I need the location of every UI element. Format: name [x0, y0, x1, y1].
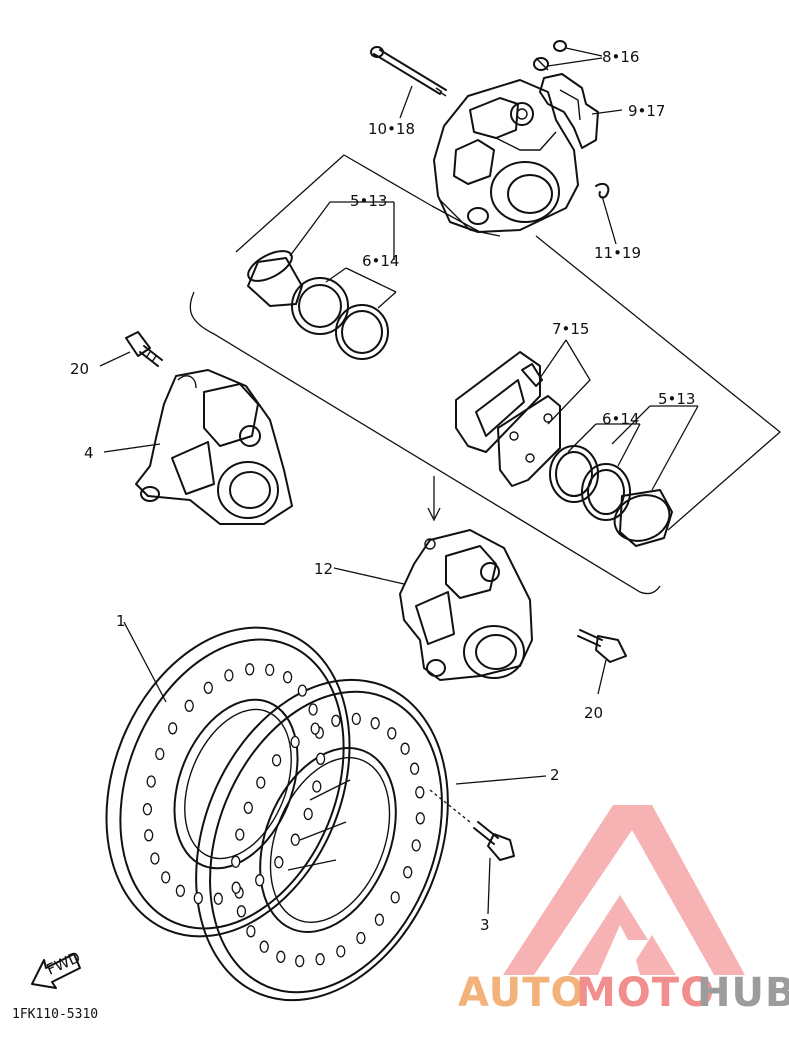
drill-hole [245, 663, 255, 676]
drill-hole [310, 722, 320, 735]
drill-hole [315, 752, 326, 765]
drill-hole [282, 671, 293, 684]
bleed-screw-8 [533, 40, 567, 71]
callout-6-14-bottom: 6•14 [602, 410, 639, 428]
fwd-label: FWD [44, 948, 83, 979]
piston-set-bottom [549, 445, 673, 547]
drill-hole [331, 714, 341, 727]
callout-9-17: 9•17 [628, 102, 665, 120]
drill-hole [271, 754, 282, 767]
watermark-auto: AUTO [458, 970, 586, 1016]
drill-hole [255, 874, 265, 887]
mounting-bolt-20-left [125, 331, 163, 367]
callout-5-13-top: 5•13 [350, 192, 387, 210]
drill-hole [259, 940, 269, 953]
drill-hole [415, 812, 425, 825]
callout-7-15: 7•15 [552, 320, 589, 338]
drill-hole [409, 762, 420, 775]
drill-hole [265, 663, 275, 677]
drill-hole [274, 856, 284, 869]
drill-hole [390, 891, 400, 904]
drill-hole [297, 684, 307, 697]
drill-hole [175, 884, 186, 897]
drill-hole [336, 945, 346, 958]
brake-pads-7 [455, 351, 561, 487]
callout-5-13-bottom: 5•13 [658, 390, 695, 408]
drill-hole [411, 839, 421, 852]
watermark-logo [503, 805, 745, 975]
callout-4: 4 [84, 444, 94, 462]
drill-hole [356, 931, 366, 945]
callout-6-14-top: 6•14 [362, 252, 399, 270]
drill-hole [203, 681, 213, 694]
fwd-arrow-icon: FWD [31, 948, 83, 989]
drill-hole [161, 871, 171, 884]
callout-labels: 8•16 9•17 10•18 11•19 5•13 6•14 7•15 6•1… [70, 48, 695, 934]
callout-2: 2 [550, 766, 560, 784]
drill-hole [403, 866, 413, 879]
drill-hole [184, 699, 194, 712]
drill-hole [370, 717, 380, 730]
drill-hole [243, 801, 253, 814]
drill-hole [246, 925, 256, 938]
leader-lines [99, 47, 699, 915]
drill-hole [315, 953, 325, 966]
drill-hole [308, 703, 318, 716]
callout-8-16: 8•16 [602, 48, 639, 66]
callout-10-18: 10•18 [368, 120, 415, 138]
callout-20-left: 20 [70, 360, 89, 378]
callout-20-bottom: 20 [584, 704, 603, 722]
drill-hole [193, 891, 203, 905]
clip-11 [595, 182, 610, 199]
drill-hole [295, 954, 305, 968]
drill-hole [312, 780, 322, 793]
pad-spring-9 [539, 73, 599, 149]
watermark-hub: HUB [697, 970, 789, 1016]
callout-12: 12 [314, 560, 333, 578]
callout-11-19: 11•19 [594, 244, 641, 262]
drill-hole [400, 742, 410, 755]
drill-hole [146, 775, 156, 788]
drill-hole [231, 881, 241, 894]
drill-hole [236, 905, 247, 918]
drill-hole [150, 852, 160, 865]
callout-1: 1 [116, 612, 126, 630]
piston-set-top [247, 250, 389, 360]
brake-disc-2 [195, 678, 449, 1002]
drill-hole [142, 803, 153, 816]
drill-hole [155, 747, 165, 761]
upper-caliper [433, 79, 579, 237]
drill-hole [256, 776, 266, 789]
drill-hole [213, 892, 223, 905]
drawing-code: 1FK110-5310 [12, 1007, 98, 1022]
disc-drill-holes [142, 663, 425, 968]
caliper-4 [135, 369, 293, 525]
drill-hole [144, 829, 154, 842]
pin-bolt-10 [370, 46, 447, 97]
drill-hole [276, 950, 286, 963]
drill-hole [168, 722, 178, 735]
drill-hole [415, 786, 425, 799]
brake-disc-1 [105, 626, 351, 938]
subassembly-frame [189, 154, 782, 595]
caliper-12 [399, 529, 533, 681]
drill-hole [374, 913, 385, 926]
drill-hole [231, 855, 241, 868]
watermark-text: AUTO MOTO HUB [458, 970, 789, 1016]
disc-bolt-3 [473, 821, 515, 861]
drill-hole [290, 833, 300, 846]
callout-3: 3 [480, 916, 490, 934]
mounting-bolt-20-right [577, 629, 627, 663]
drill-hole [303, 807, 313, 821]
drill-hole [290, 735, 300, 749]
drill-hole [224, 669, 234, 682]
drill-hole [387, 727, 397, 740]
drill-hole [351, 712, 361, 726]
drill-hole [235, 828, 245, 841]
watermark-moto: MOTO [576, 970, 715, 1016]
